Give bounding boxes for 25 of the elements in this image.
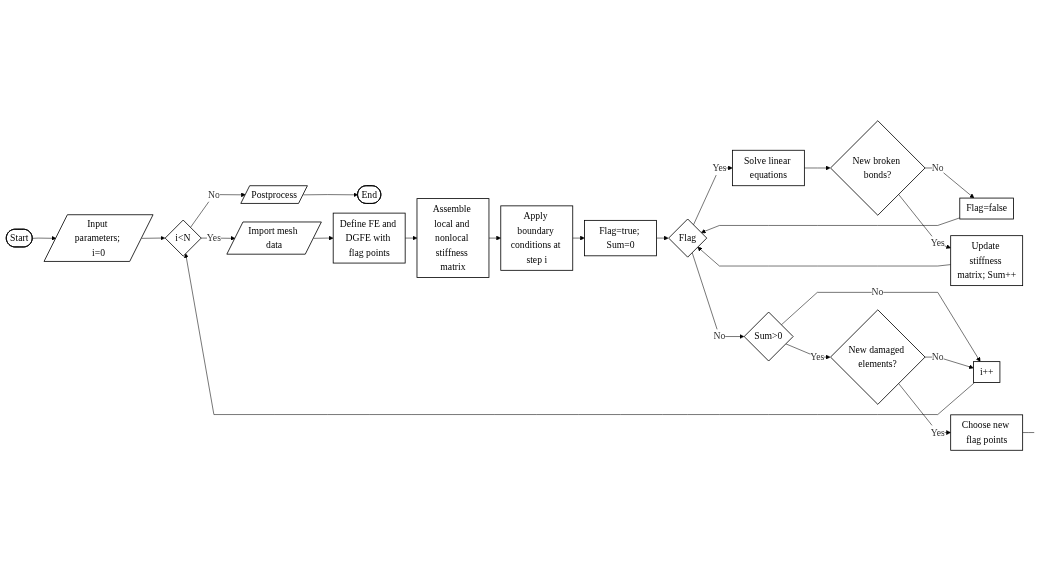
node-box: Flag=true; Sum=0 xyxy=(584,219,657,257)
node-box: Solve linear equations xyxy=(732,149,805,187)
edge-label: No xyxy=(207,188,220,200)
node-box: Update stiffness matrix; Sum++ xyxy=(950,235,1024,287)
edge-label: No xyxy=(931,162,944,174)
node-box: Choose new flag points xyxy=(950,414,1024,451)
edge-label: No xyxy=(931,351,944,363)
edge-label: Yes xyxy=(810,351,825,363)
node-box: Define FE and DGFE with flag points xyxy=(332,212,406,264)
node-box: Apply boundary conditions at step i xyxy=(500,205,574,271)
node-box: i++ xyxy=(973,361,1001,383)
edge-label: Yes xyxy=(712,162,727,174)
edge-label: No xyxy=(871,286,884,298)
node-diamond: Sum>0 xyxy=(743,311,794,362)
edge-label: Yes xyxy=(930,237,945,249)
edge-label: Yes xyxy=(206,232,221,244)
node-diamond: i<N xyxy=(164,219,202,257)
node-box: Flag=false xyxy=(959,197,1014,220)
node-diamond: New broken bonds? xyxy=(830,120,926,216)
connector xyxy=(1022,432,1035,433)
node-box: Assemble local and nonlocal stiffness matrix xyxy=(416,198,490,278)
edge-label: Yes xyxy=(930,426,945,438)
node-diamond: Flag xyxy=(668,218,708,258)
edge-label: No xyxy=(713,330,726,342)
node-diamond: New damaged elements? xyxy=(830,309,926,405)
